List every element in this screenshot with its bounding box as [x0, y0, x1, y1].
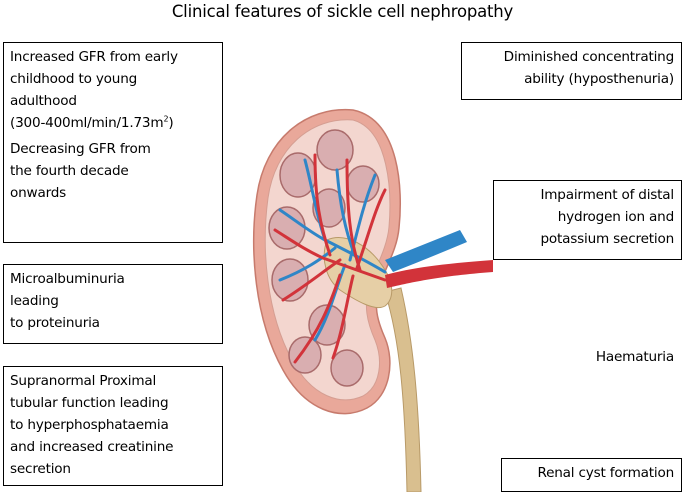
distal-line-1: Impairment of distal — [501, 184, 674, 206]
pyramid — [347, 166, 379, 202]
cyst-line-1: Renal cyst formation — [509, 462, 674, 484]
distal-line-3: potassium secretion — [501, 228, 674, 250]
proximal-line-3: to hyperphosphataemia — [10, 414, 216, 436]
proximal-line-1: Supranormal Proximal — [10, 370, 216, 392]
haematuria-line-1: Haematuria — [548, 346, 674, 368]
box-proximal: Supranormal Proximal tubular function le… — [3, 366, 223, 486]
microalbuminuria-line-2: leading — [10, 290, 216, 312]
box-concentrating: Diminished concentrating ability (hypost… — [461, 42, 682, 100]
proximal-line-2: tubular function leading — [10, 392, 216, 414]
ureter — [385, 288, 421, 492]
proximal-line-4: and increased creatinine — [10, 436, 216, 458]
box-cyst: Renal cyst formation — [501, 458, 682, 492]
gfr-line-1: Increased GFR from early — [10, 46, 216, 68]
distal-line-2: hydrogen ion and — [501, 206, 674, 228]
concentrating-line-1: Diminished concentrating — [469, 46, 674, 68]
pyramid — [280, 153, 316, 197]
gfr-line-5: the fourth decade — [10, 160, 216, 182]
pyramid — [289, 337, 321, 373]
gfr-line-3: adulthood — [10, 90, 216, 112]
gfr-line-4: Decreasing GFR from — [10, 138, 216, 160]
gfr-range-prefix: (300-400ml/min/1.73m — [10, 115, 163, 131]
box-microalbuminuria: Microalbuminuria leading to proteinuria — [3, 264, 223, 344]
microalbuminuria-line-3: to proteinuria — [10, 312, 216, 334]
proximal-line-5: secretion — [10, 458, 216, 480]
gfr-range-suffix: ) — [168, 115, 173, 131]
kidney-illustration — [235, 100, 495, 492]
gfr-line-6: onwards — [10, 182, 216, 204]
microalbuminuria-line-1: Microalbuminuria — [10, 268, 216, 290]
box-gfr: Increased GFR from early childhood to yo… — [3, 42, 223, 243]
concentrating-line-2: ability (hyposthenuria) — [469, 68, 674, 90]
pyramid — [331, 350, 363, 386]
diagram-title: Clinical features of sickle cell nephrop… — [0, 2, 685, 21]
box-distal: Impairment of distal hydrogen ion and po… — [493, 180, 682, 260]
gfr-range: (300-400ml/min/1.73m2) — [10, 112, 216, 134]
box-haematuria: Haematuria — [540, 342, 682, 374]
gfr-line-2: childhood to young — [10, 68, 216, 90]
